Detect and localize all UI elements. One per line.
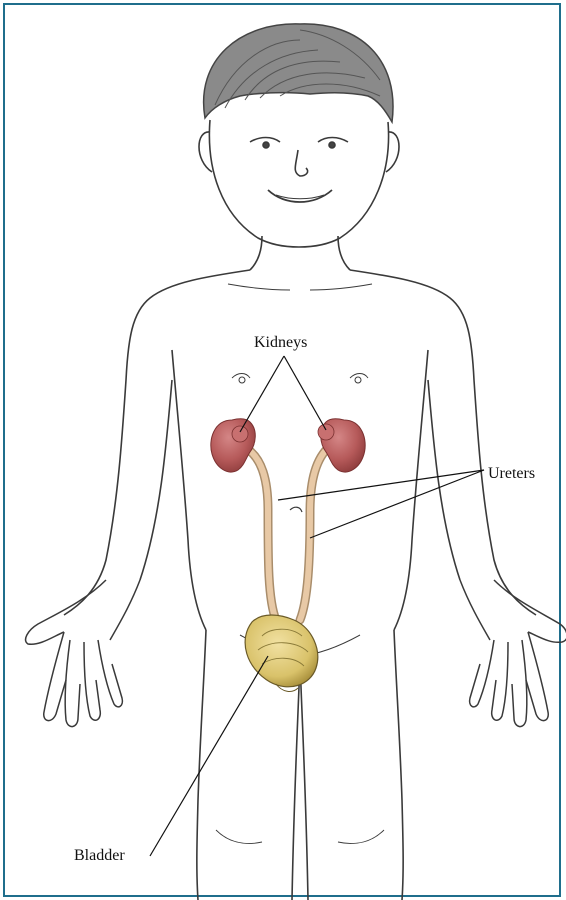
head: [199, 120, 399, 247]
right-kidney: [318, 419, 365, 472]
ureters-label: Ureters: [488, 466, 535, 482]
bladder-leader: [150, 656, 268, 856]
left-hand: [26, 580, 140, 727]
kidneys-leader-right: [284, 356, 326, 430]
ureters-leader-lower: [310, 470, 484, 538]
left-kidney: [211, 419, 255, 472]
leader-lines: [150, 356, 484, 856]
kidneys-leader-left: [240, 356, 284, 432]
bladder: [245, 615, 318, 691]
bladder-label: Bladder: [74, 848, 125, 864]
kidneys-label: Kidneys: [254, 335, 307, 351]
right-hand: [460, 580, 566, 727]
hair: [204, 24, 393, 122]
ureters: [246, 446, 330, 620]
